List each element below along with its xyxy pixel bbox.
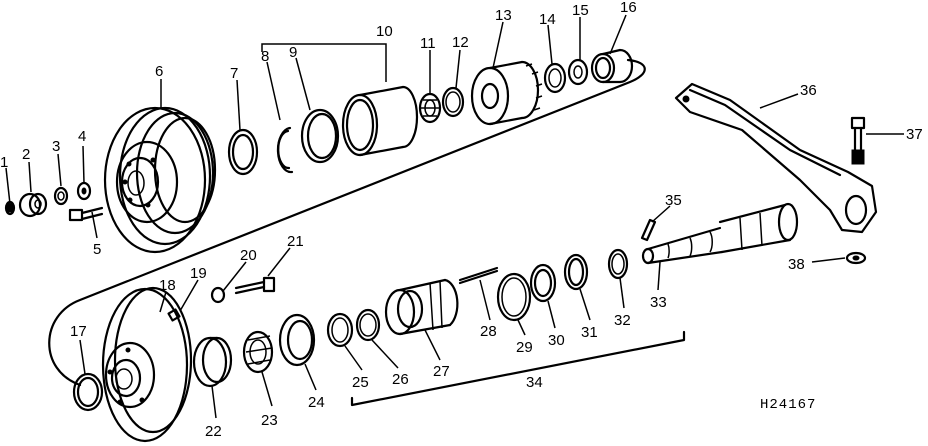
callout-22: 22 [205, 423, 222, 440]
callout-35: 35 [665, 192, 682, 209]
callout-7: 7 [230, 65, 238, 82]
part-4-washer [76, 181, 92, 201]
callout-21: 21 [287, 233, 304, 250]
callout-28: 28 [480, 323, 497, 340]
callout-33: 33 [650, 294, 667, 311]
callout-23: 23 [261, 412, 278, 429]
callout-5: 5 [93, 241, 101, 258]
callout-25: 25 [352, 374, 369, 391]
part-5-bolt [68, 206, 104, 222]
part-6-pulley [103, 106, 217, 254]
callout-37: 37 [906, 126, 923, 143]
part-30-ring [529, 263, 557, 303]
callout-31: 31 [581, 324, 598, 341]
part-35-cotter-pin [640, 218, 657, 242]
callout-26: 26 [392, 371, 409, 388]
part-32-seal [607, 248, 629, 280]
part-20-washer [210, 286, 226, 304]
part-27-coupler [384, 278, 459, 336]
callout-36: 36 [800, 82, 817, 99]
part-38-nut [845, 251, 867, 265]
part-19-plug [167, 308, 181, 322]
part-25-ring [326, 312, 354, 348]
part-15-bearing [567, 58, 589, 86]
callout-30: 30 [548, 332, 565, 349]
callout-38: 38 [788, 256, 805, 273]
leader-lines [5, 14, 904, 419]
upper-assembly [4, 48, 646, 387]
callout-17: 17 [70, 323, 87, 340]
callout-4: 4 [78, 128, 86, 145]
part-11-bearing [418, 92, 442, 124]
part-9-seal-ring [300, 108, 340, 164]
part-22-race [192, 336, 233, 388]
part-37-bolt [850, 116, 866, 165]
part-26-ring [355, 308, 381, 342]
callout-13: 13 [495, 7, 512, 24]
callout-3: 3 [52, 138, 60, 155]
callout-32: 32 [614, 312, 631, 329]
part-13-gear-hub [470, 60, 543, 126]
part-3-ring [53, 186, 69, 206]
part-29-ring [496, 272, 532, 322]
part-18-hub [101, 286, 193, 443]
callout-34: 34 [526, 374, 543, 391]
part-33-spindle [641, 202, 799, 265]
callout-29: 29 [516, 339, 533, 356]
part-23-bearing [242, 330, 274, 374]
part-21-bolt [234, 276, 276, 295]
part-16-seal [590, 48, 634, 84]
part-8-snap-ring [276, 126, 294, 174]
callout-18: 18 [159, 277, 176, 294]
callout-14: 14 [539, 11, 556, 28]
figure-reference-code: H24167 [760, 397, 816, 413]
callout-27: 27 [433, 363, 450, 380]
callout-6: 6 [155, 63, 163, 80]
callout-9: 9 [289, 44, 297, 61]
callout-1: 1 [0, 154, 8, 171]
part-10-sleeve [341, 85, 419, 157]
callout-16: 16 [620, 0, 637, 16]
callout-20: 20 [240, 247, 257, 264]
callout-12: 12 [452, 34, 469, 51]
part-12-ring [441, 86, 465, 118]
part-34-bracket [350, 330, 686, 407]
upper-axis-line [48, 58, 646, 387]
part-7-ring [227, 128, 259, 176]
callout-2: 2 [22, 146, 30, 163]
part-14-ring [543, 62, 567, 94]
callout-8: 8 [261, 48, 269, 65]
part-24-cup [278, 313, 316, 367]
part-17-seal [72, 372, 104, 412]
part-36-arm [674, 82, 878, 234]
callout-24: 24 [308, 394, 325, 411]
callout-15: 15 [572, 2, 589, 19]
part-28-pin [458, 266, 499, 285]
callout-19: 19 [190, 265, 207, 282]
part-2-bushing [18, 192, 48, 218]
part-31-ring [563, 253, 589, 291]
lower-assembly [72, 82, 878, 443]
callout-10: 10 [376, 23, 393, 40]
callout-11: 11 [420, 35, 436, 52]
